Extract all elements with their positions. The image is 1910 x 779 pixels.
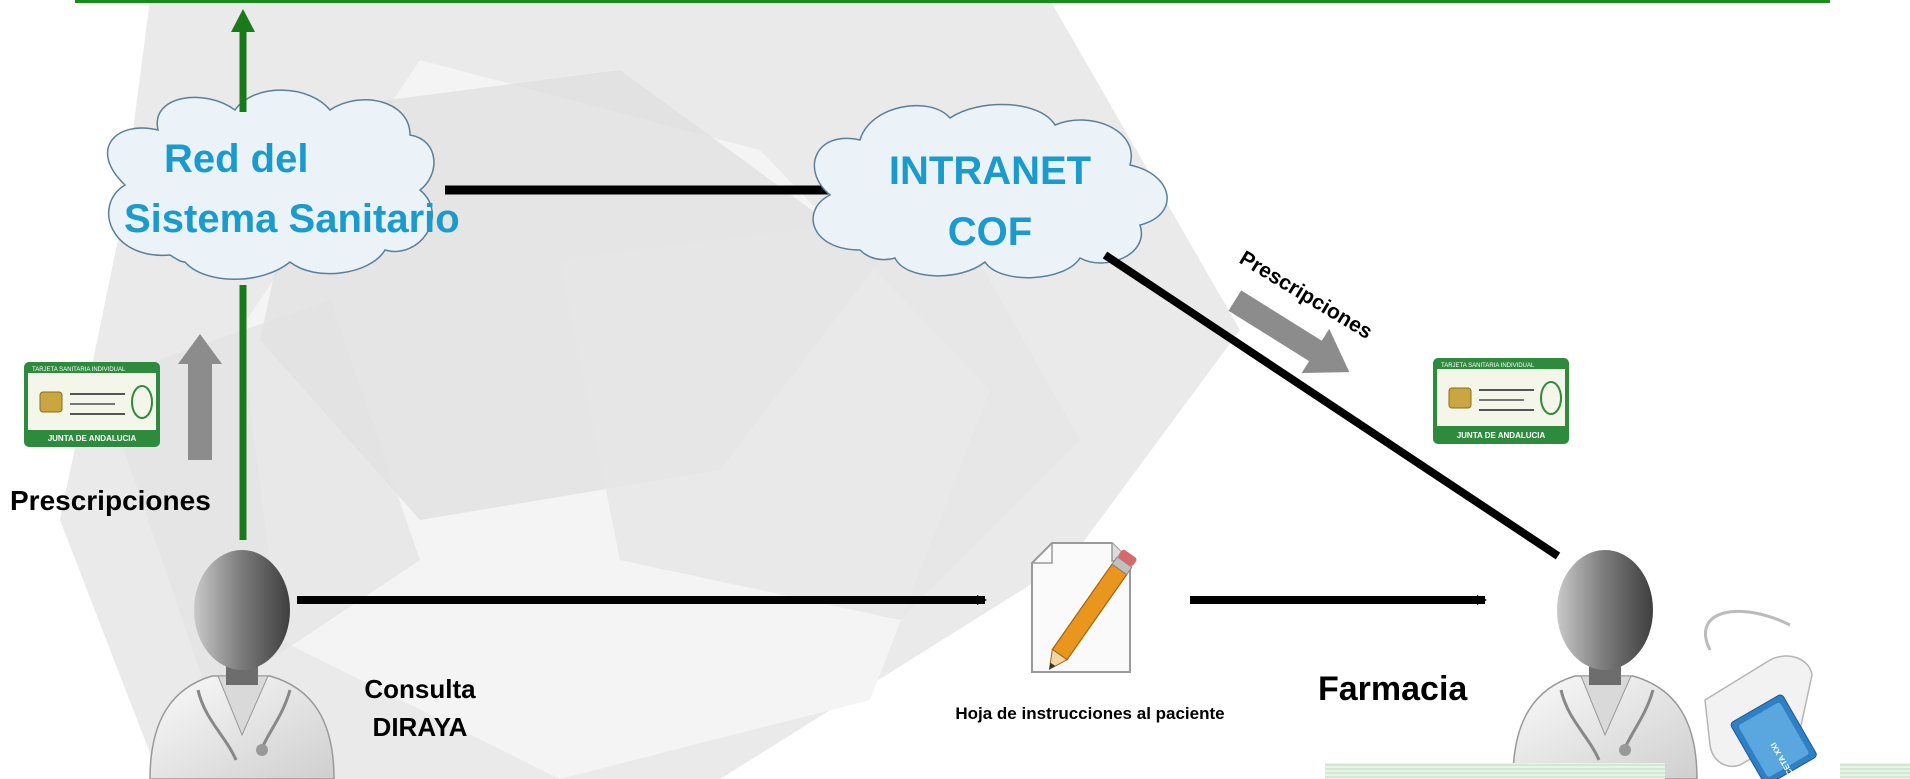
cloud-red-title-line2: Sistema Sanitario [124,197,460,241]
card-left-header: TARJETA SANITARIA INDIVIDUAL [32,367,126,373]
card-reader-icon: RECETA XXI [1704,609,1817,779]
gray-up-arrow [178,334,222,460]
health-card-left: TARJETA SANITARIA INDIVIDUAL JUNTA DE AN… [24,362,160,447]
card-left-footer: JUNTA DE ANDALUCIA [48,434,137,443]
footer-strip [1325,763,1910,779]
pharmacist-icon [1512,550,1698,779]
cloud-intranet-title-line2: COF [947,210,1033,254]
cloud-intranet-title-line1: INTRANET [888,149,1092,193]
consulta-label-line1: Consulta [364,674,476,704]
green-upload-arrow [231,9,255,540]
cloud-red-sistema-sanitario [106,89,435,280]
pencil-icon [1048,549,1137,671]
intranet-to-farmacia-line [1102,251,1561,560]
card-right-header: TARJETA SANITARIA INDIVIDUAL [1441,363,1535,369]
farmacia-label: Farmacia [1318,670,1468,708]
prescripciones-left-label: Prescripciones [10,485,211,516]
gray-diagonal-arrow [1228,290,1350,373]
health-card-right: TARJETA SANITARIA INDIVIDUAL JUNTA DE AN… [1433,358,1569,444]
prescripciones-diagonal-label: Prescripciones [1235,247,1376,344]
doctor-icon [149,550,335,779]
card-right-footer: JUNTA DE ANDALUCIA [1457,431,1546,440]
hoja-instrucciones-label: Hoja de instrucciones al paciente [955,704,1225,723]
cloud-red-title-line1: Red del [164,137,309,181]
instruction-sheet-icon [1031,542,1137,673]
cloud-intranet-cof [812,103,1168,279]
consulta-label-line2: DIRAYA [372,712,468,742]
